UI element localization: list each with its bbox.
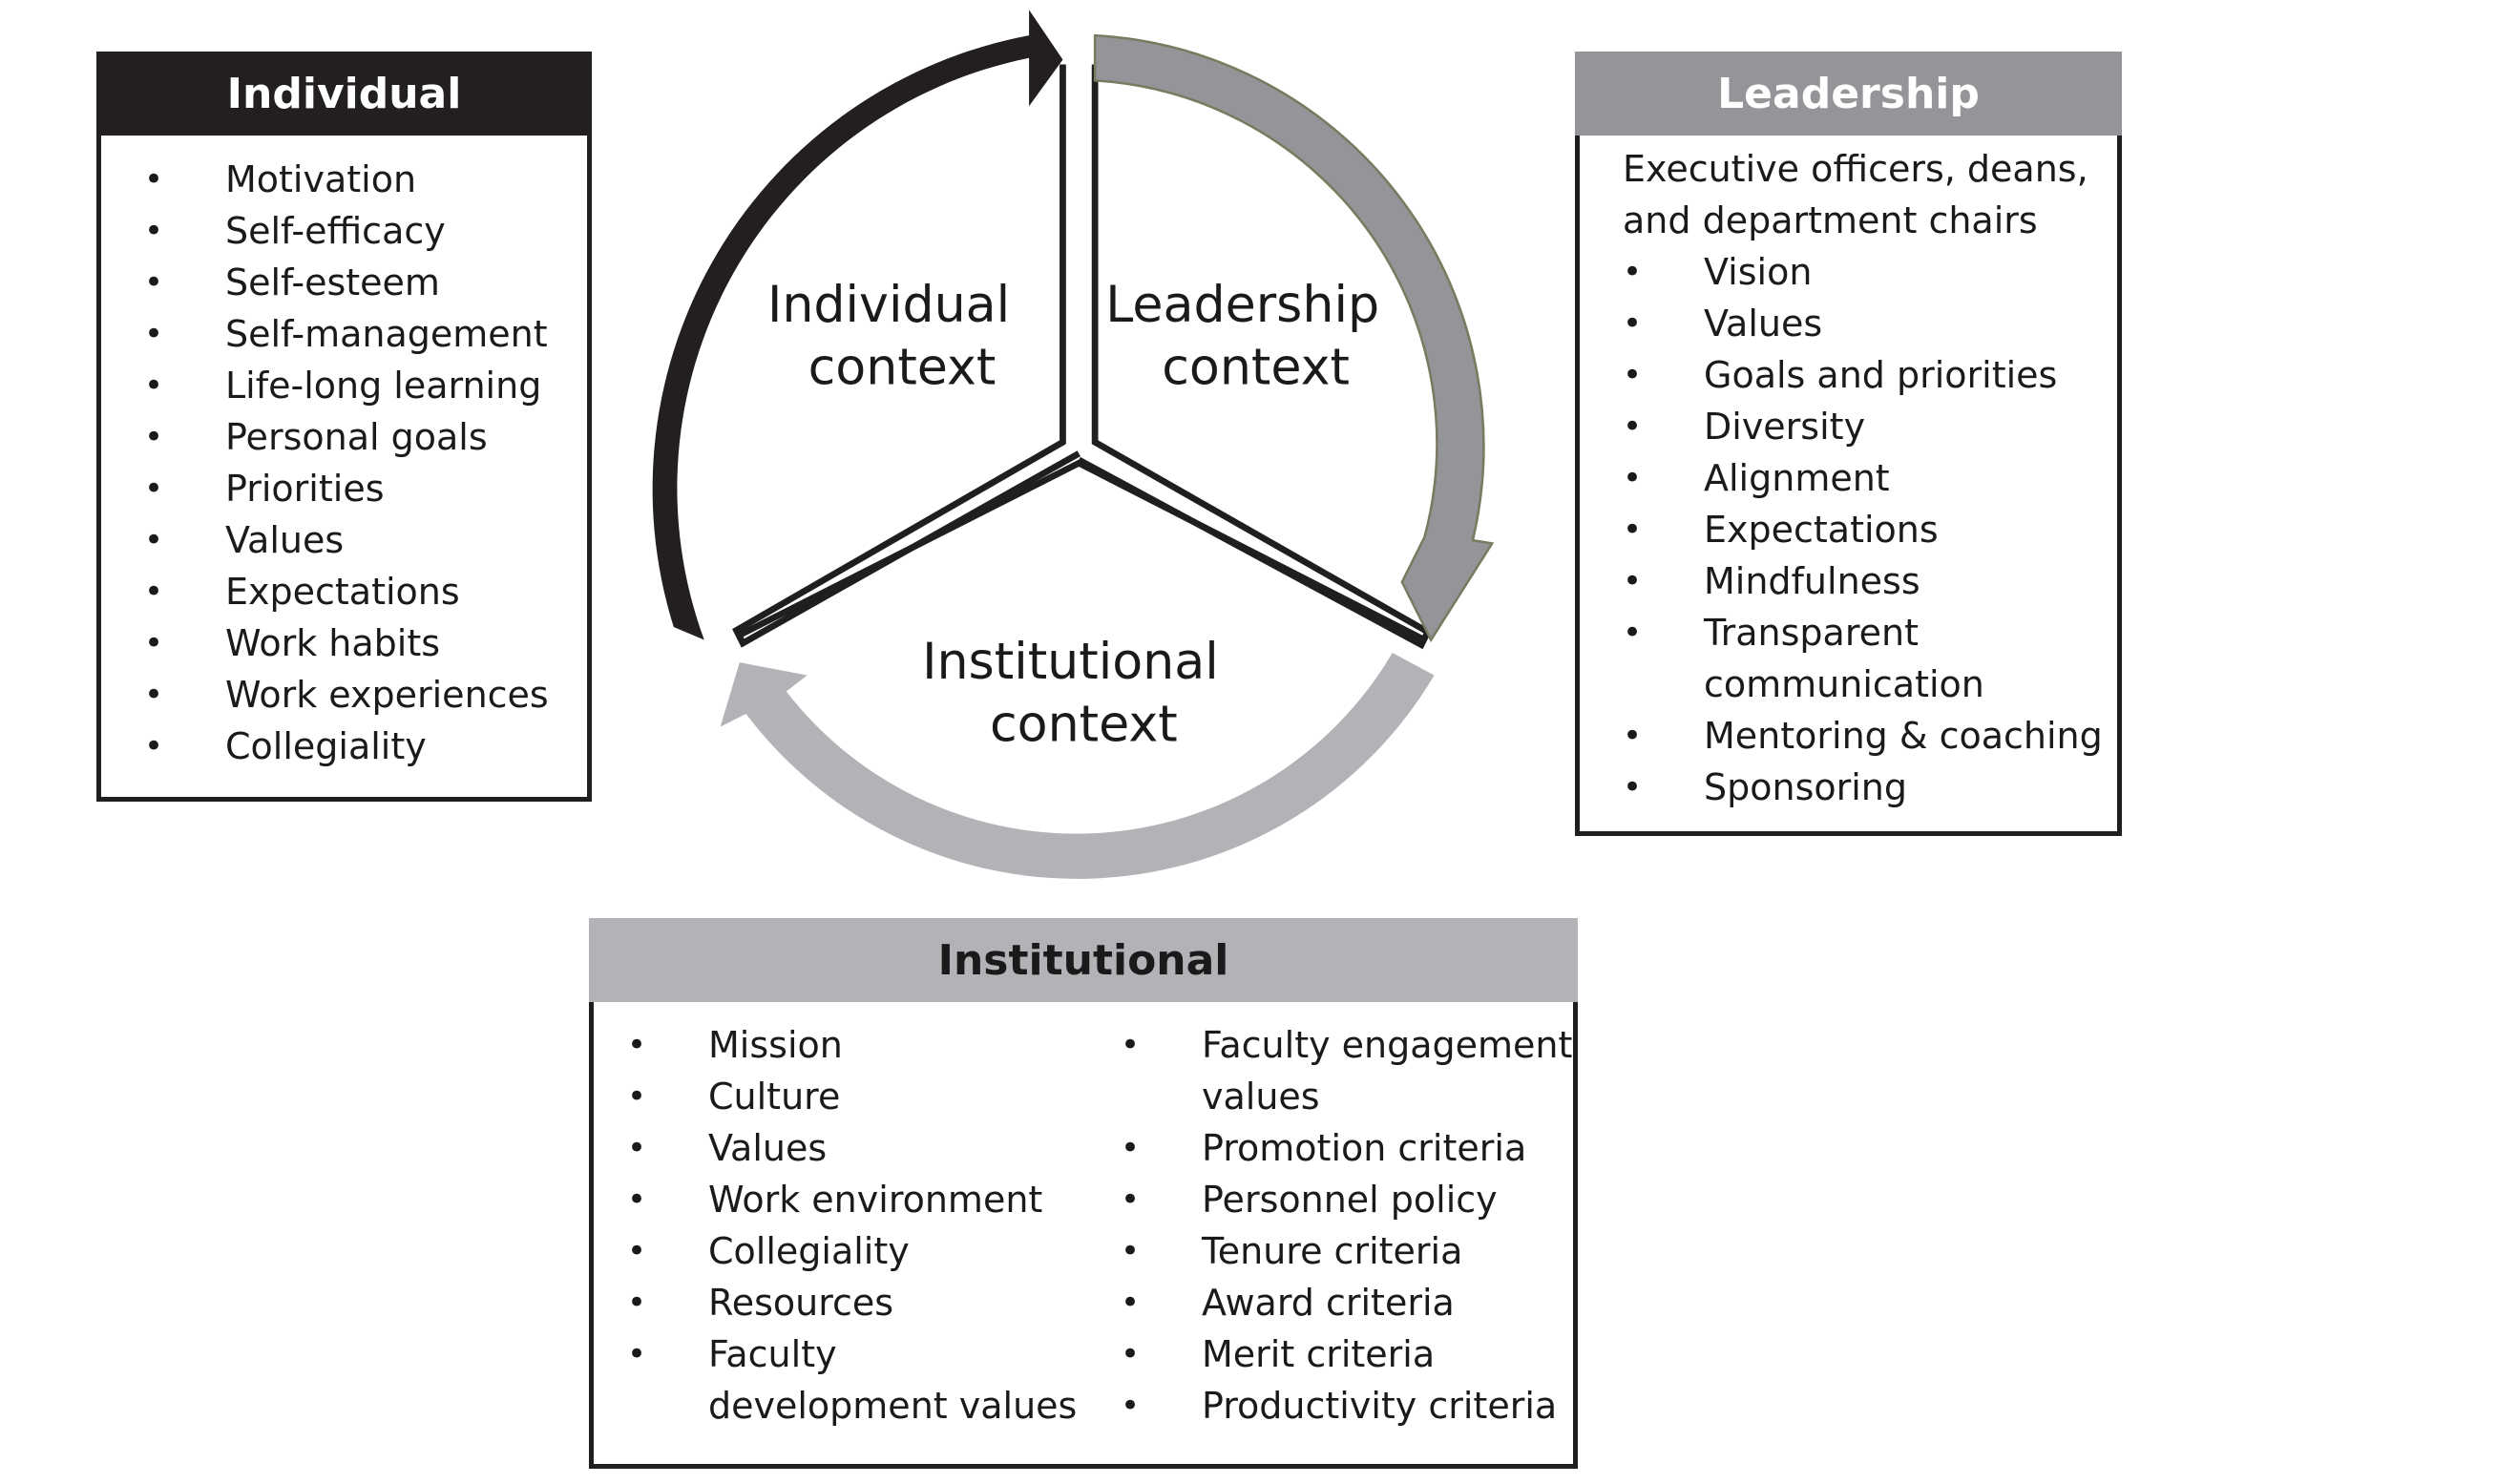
list-item: Self-esteem xyxy=(144,257,549,308)
list-item: Self-efficacy xyxy=(144,205,549,257)
leadership-intro: Executive officers, deans, and departmen… xyxy=(1623,143,2088,246)
institutional-context-label: Institutional context xyxy=(922,601,1246,754)
individual-factors-list: MotivationSelf-efficacySelf-esteemSelf-m… xyxy=(144,154,549,772)
list-item: Transparent xyxy=(1623,607,2103,658)
list-item: Alignment xyxy=(1623,452,2103,504)
institutional-cycle-arrow xyxy=(720,653,1435,879)
leadership-context-label: Leadership context xyxy=(1105,244,1406,397)
list-item: Promotion criteria xyxy=(1121,1122,1572,1174)
leadership-cycle-arrow xyxy=(1093,33,1495,643)
list-item: Life-long learning xyxy=(144,360,549,411)
list-item: Collegiality xyxy=(627,1225,1077,1277)
institutional-factors-box: Institutional MissionCultureValuesWork e… xyxy=(589,918,1578,1469)
list-item: Mentoring & coaching xyxy=(1623,710,2103,762)
list-item: Priorities xyxy=(144,463,549,514)
list-item: Sponsoring xyxy=(1623,762,2103,813)
list-item: Work experiences xyxy=(144,669,549,721)
list-item: Award criteria xyxy=(1121,1277,1572,1328)
list-item: values xyxy=(1202,1076,1320,1118)
list-item: Diversity xyxy=(1623,401,2103,452)
individual-context-label: Individual context xyxy=(767,244,1037,397)
leadership-factors-list: VisionValuesGoals and prioritiesDiversit… xyxy=(1623,246,2103,813)
list-item: Goals and priorities xyxy=(1623,349,2103,401)
list-item: Merit criteria xyxy=(1121,1328,1572,1380)
list-item: development values xyxy=(708,1385,1078,1427)
leadership-intro-line: and department chairs xyxy=(1623,199,2038,241)
list-item: Work habits xyxy=(144,617,549,669)
list-item: Faculty xyxy=(627,1328,1077,1380)
list-item: Culture xyxy=(627,1071,1077,1122)
list-item: Expectations xyxy=(1623,504,2103,555)
individual-factors-box: Individual MotivationSelf-efficacySelf-e… xyxy=(96,52,592,802)
list-item: Values xyxy=(627,1122,1077,1174)
list-item: Personnel policy xyxy=(1121,1174,1572,1225)
list-item: Work environment xyxy=(627,1174,1077,1225)
individual-box-title: Individual xyxy=(96,52,592,136)
list-item: Resources xyxy=(627,1277,1077,1328)
list-item: Expectations xyxy=(144,566,549,617)
institutional-factors-left-list: MissionCultureValuesWork environmentColl… xyxy=(627,1019,1077,1432)
list-item: Mission xyxy=(627,1019,1077,1071)
institutional-box-title: Institutional xyxy=(589,918,1578,1002)
institutional-factors-right-list: Faculty engagement valuesPromotion criter… xyxy=(1121,1019,1572,1432)
list-item: Faculty engagement xyxy=(1121,1019,1572,1071)
list-item: Collegiality xyxy=(144,721,549,772)
list-item: Productivity criteria xyxy=(1121,1380,1572,1432)
list-item: Values xyxy=(1623,298,2103,349)
leadership-intro-line: Executive officers, deans, xyxy=(1623,148,2088,190)
leadership-box-title: Leadership xyxy=(1575,52,2122,136)
list-item: Tenure criteria xyxy=(1121,1225,1572,1277)
leadership-factors-box: Leadership Executive officers, deans, an… xyxy=(1575,52,2122,836)
list-item: Values xyxy=(144,514,549,566)
list-item: communication xyxy=(1704,663,1984,705)
list-item: Mindfulness xyxy=(1623,555,2103,607)
list-item: Self-management xyxy=(144,308,549,360)
list-item: Vision xyxy=(1623,246,2103,298)
list-item: Motivation xyxy=(144,154,549,205)
list-item: Personal goals xyxy=(144,411,549,463)
